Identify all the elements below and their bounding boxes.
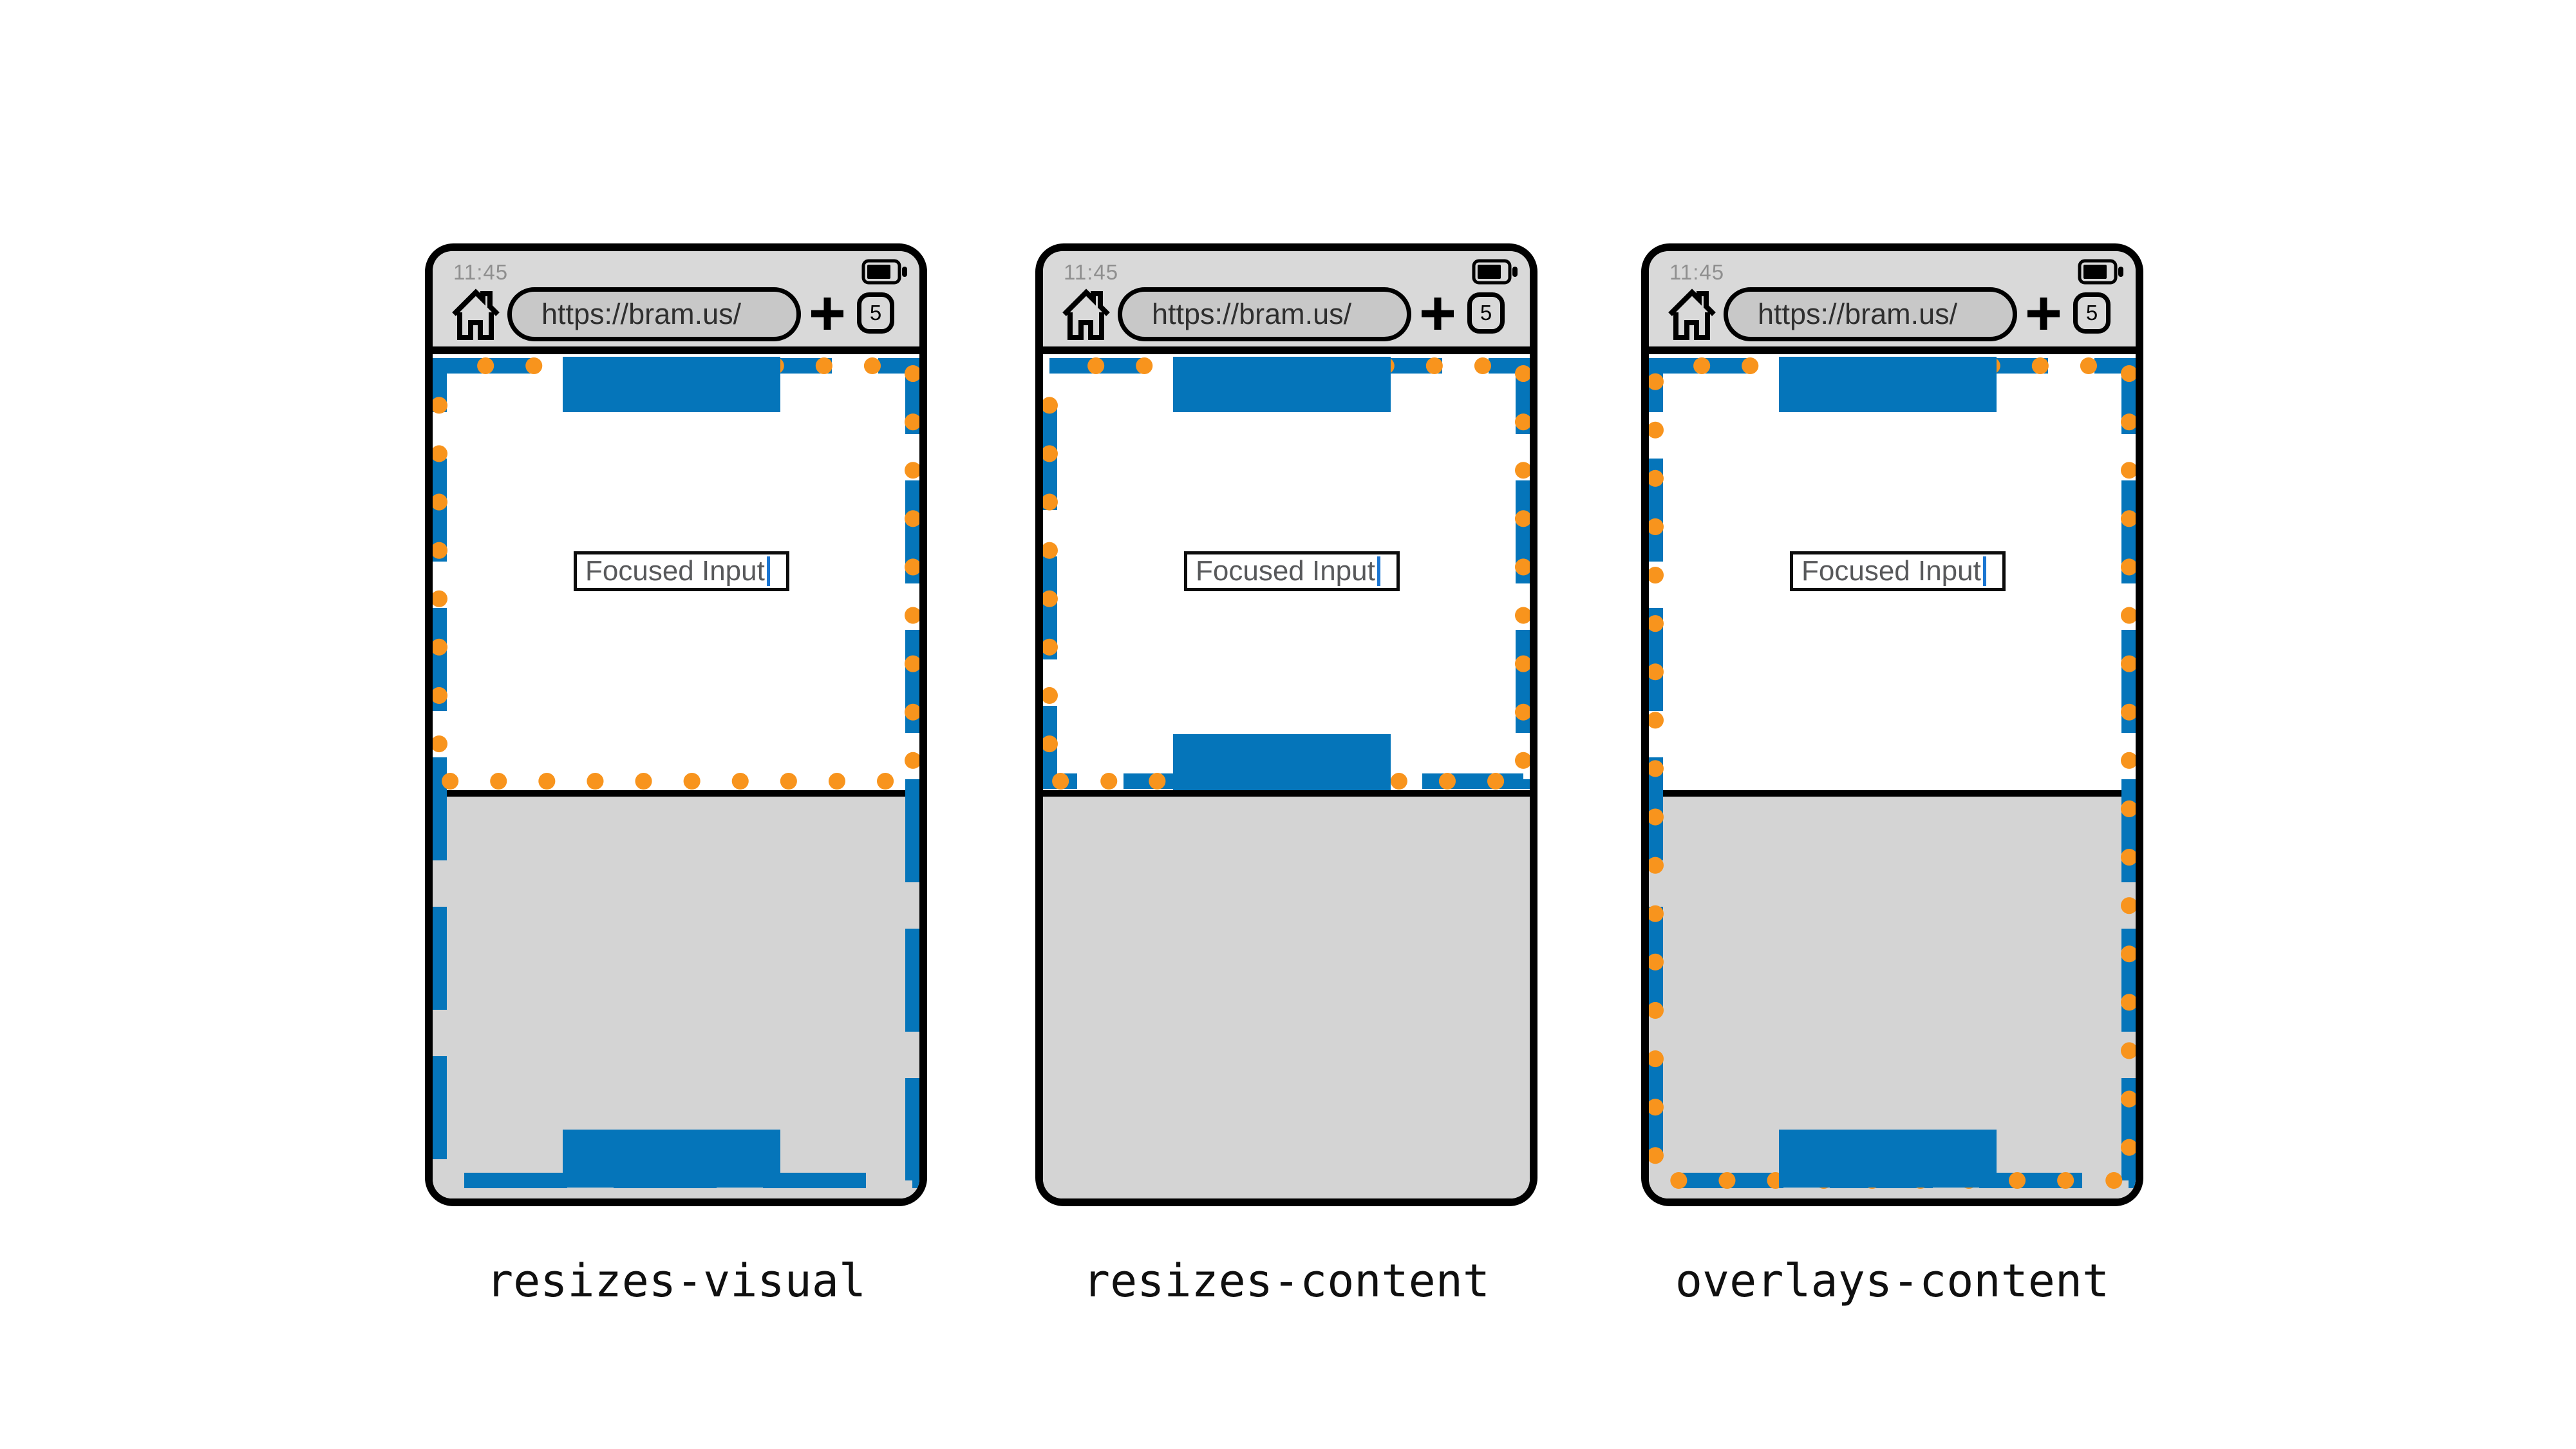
- chrome-divider: [1043, 346, 1530, 354]
- browser-chrome: 11:45 https://bram.us/ 5: [433, 251, 919, 346]
- url-text: https://bram.us/: [1758, 298, 1958, 330]
- focused-input[interactable]: Focused Input: [1790, 551, 2006, 591]
- page-content: Focused Input: [433, 354, 919, 1198]
- status-time: 11:45: [1064, 260, 1119, 284]
- tabs-button[interactable]: 5: [2073, 292, 2111, 334]
- browser-chrome: 11:45 https://bram.us/ 5: [1649, 251, 2136, 346]
- mode-label-overlays-content: overlays-content: [1675, 1255, 2110, 1307]
- viewport-overlay: [433, 357, 919, 1188]
- focused-input[interactable]: Focused Input: [574, 551, 789, 591]
- fixed-footer-bar: [1173, 734, 1391, 790]
- tabs-button[interactable]: 5: [857, 292, 894, 334]
- chrome-divider: [1649, 346, 2136, 354]
- battery-icon: [2078, 259, 2123, 285]
- url-text: https://bram.us/: [1152, 298, 1352, 330]
- url-text: https://bram.us/: [541, 298, 742, 330]
- virtual-keyboard-area: [1043, 790, 1530, 1198]
- status-time: 11:45: [1669, 260, 1725, 284]
- tabs-button[interactable]: 5: [1467, 292, 1505, 334]
- mode-label-resizes-content: resizes-content: [1082, 1255, 1490, 1307]
- focused-input-value: Focused Input: [585, 555, 765, 587]
- viewport-overlay: [1043, 357, 1530, 790]
- focused-input[interactable]: Focused Input: [1184, 551, 1400, 591]
- mode-label-resizes-visual: resizes-visual: [485, 1255, 866, 1307]
- battery-icon: [1472, 259, 1518, 285]
- url-bar[interactable]: https://bram.us/: [507, 287, 801, 341]
- layout-viewport-dashed-outline: [1649, 358, 2136, 1188]
- fixed-footer-bar: [563, 1130, 780, 1188]
- new-tab-button[interactable]: [1422, 298, 1454, 330]
- phone-overlays-content: 11:45 https://bram.us/ 5: [1641, 243, 2143, 1206]
- page-content: Focused Input: [1043, 354, 1530, 1198]
- home-button[interactable]: [451, 287, 501, 341]
- home-icon: [1668, 289, 1716, 316]
- home-button[interactable]: [1667, 287, 1717, 341]
- phone-resizes-visual: 11:45 https://bram.us/ 5: [425, 243, 927, 1206]
- viewport-overlay: [1649, 357, 2136, 1189]
- text-caret: [1982, 556, 1986, 586]
- home-icon: [452, 289, 500, 316]
- page-content: Focused Input: [1649, 354, 2136, 1198]
- fixed-footer-bar: [1779, 1130, 1997, 1188]
- focused-input-value: Focused Input: [1196, 555, 1375, 587]
- fixed-header-bar: [1779, 357, 1997, 412]
- new-tab-button[interactable]: [2027, 298, 2060, 330]
- fixed-header-bar: [1173, 357, 1391, 412]
- home-button[interactable]: [1061, 287, 1111, 341]
- browser-chrome: 11:45 https://bram.us/ 5: [1043, 251, 1530, 346]
- focused-input-value: Focused Input: [1801, 555, 1981, 587]
- status-time: 11:45: [453, 260, 509, 284]
- home-icon: [1062, 289, 1110, 316]
- battery-icon: [861, 259, 907, 285]
- url-bar[interactable]: https://bram.us/: [1724, 287, 2017, 341]
- phone-resizes-content: 11:45 https://bram.us/ 5: [1035, 243, 1537, 1206]
- tab-count-label: 5: [2085, 301, 2098, 325]
- visual-viewport-dotted-outline: [1649, 357, 2136, 1189]
- url-bar[interactable]: https://bram.us/: [1118, 287, 1411, 341]
- tab-count-label: 5: [1480, 301, 1492, 325]
- text-caret: [1377, 556, 1380, 586]
- text-caret: [766, 556, 770, 586]
- fixed-header-bar: [563, 357, 780, 412]
- chrome-divider: [433, 346, 919, 354]
- tab-count-label: 5: [869, 301, 882, 325]
- new-tab-button[interactable]: [811, 298, 843, 330]
- layout-viewport-dashed-outline: [433, 358, 919, 1188]
